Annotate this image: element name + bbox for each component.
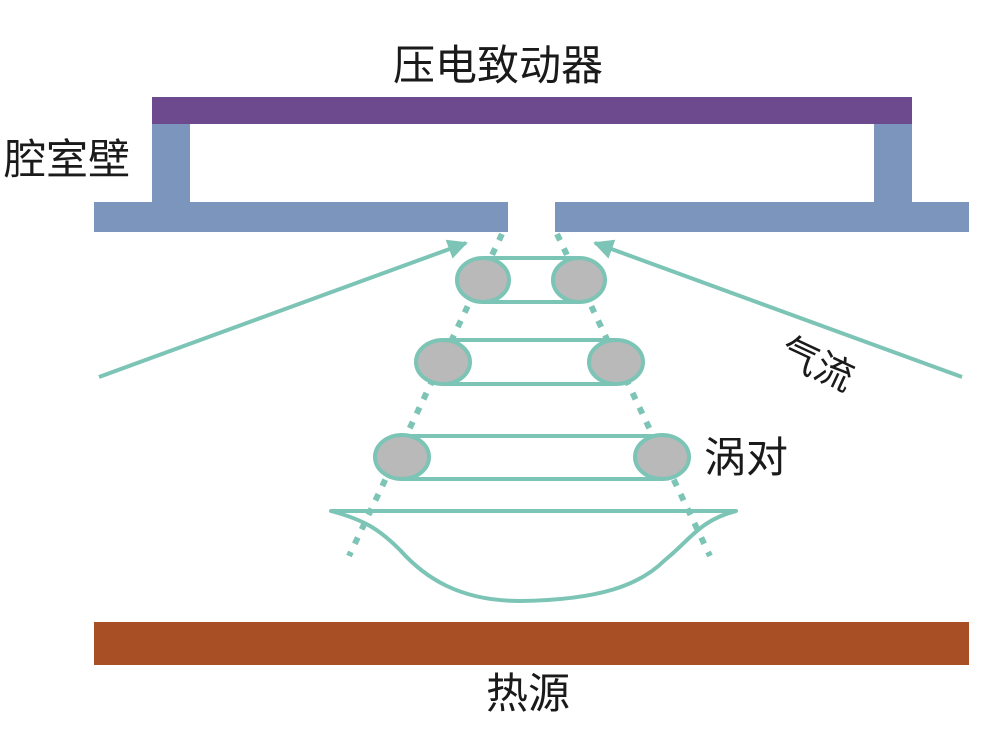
jet-boundary-right bbox=[554, 232, 713, 558]
vortex-pair bbox=[414, 338, 645, 386]
cavity-wall-right-plate bbox=[555, 202, 969, 232]
cavity-wall-left-post bbox=[152, 124, 190, 204]
airflow-label: 气流 bbox=[773, 328, 860, 400]
vortex-core bbox=[414, 338, 472, 386]
vortex-core bbox=[551, 256, 607, 304]
cavity-wall bbox=[94, 124, 969, 232]
vortex-core bbox=[633, 433, 691, 481]
actuator-label: 压电致动器 bbox=[393, 41, 603, 90]
vortex-pair bbox=[455, 256, 607, 304]
cavity-wall-right-post bbox=[874, 124, 912, 204]
vortex-core bbox=[455, 256, 511, 304]
vortex-core bbox=[587, 338, 645, 386]
vortex-core bbox=[373, 433, 431, 481]
velocity-profile bbox=[329, 509, 738, 603]
heat-source-label: 热源 bbox=[486, 669, 570, 718]
vortex-pair-label: 涡对 bbox=[704, 433, 788, 482]
airflow-arrow-left bbox=[98, 239, 468, 379]
airflow-arrow-right bbox=[593, 239, 963, 379]
piezo-actuator bbox=[152, 97, 912, 124]
cavity-wall-left-plate bbox=[94, 202, 508, 232]
heat-source bbox=[94, 622, 969, 665]
jet-boundary-left bbox=[346, 232, 505, 558]
cavity-wall-label: 腔室壁 bbox=[4, 135, 130, 184]
vortex-pair bbox=[373, 433, 691, 481]
